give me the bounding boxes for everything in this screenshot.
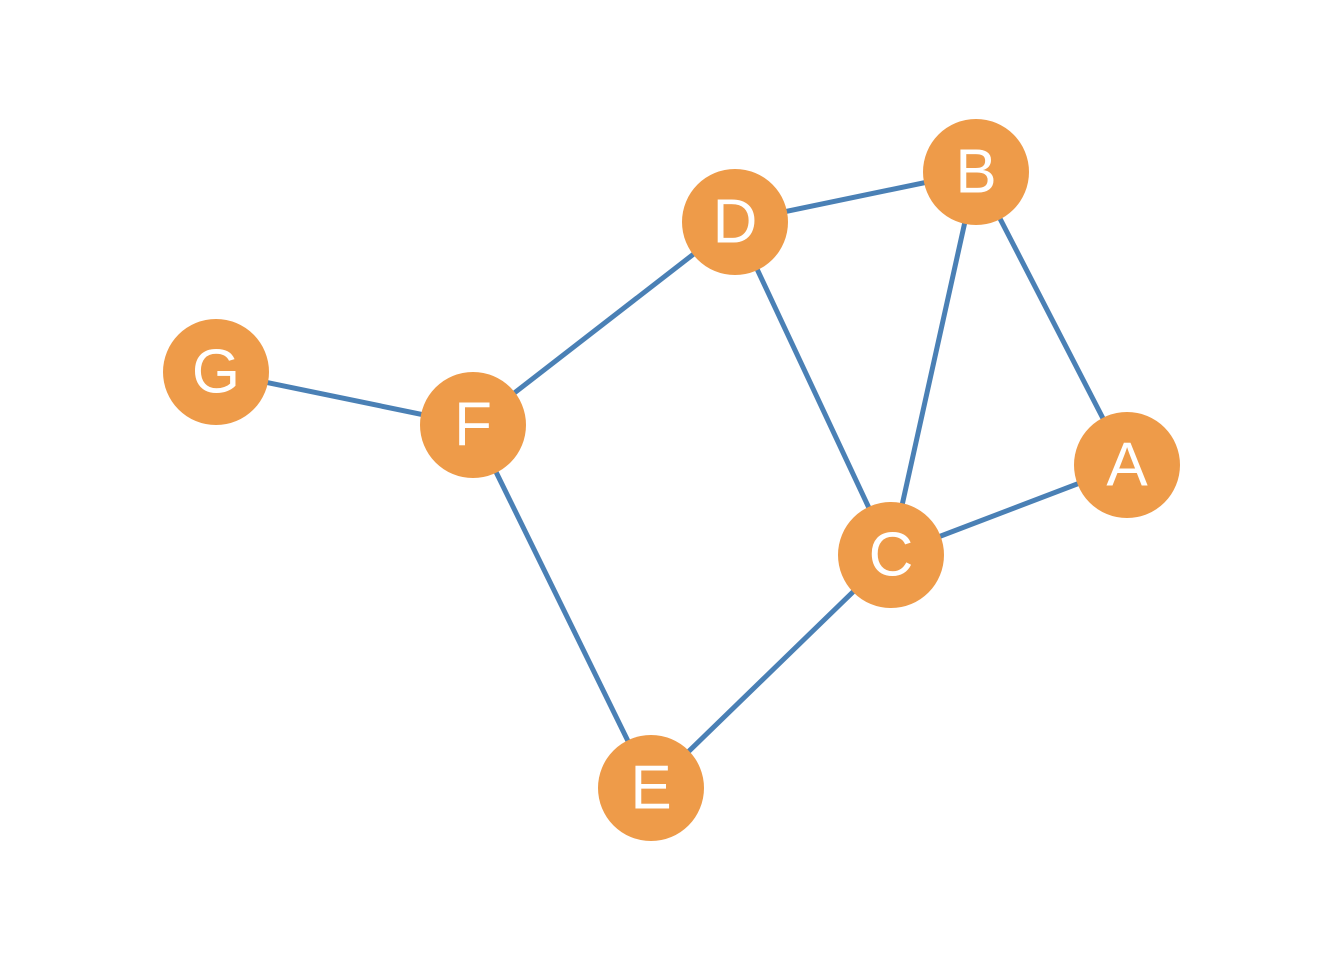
- node-a: A: [1074, 412, 1180, 518]
- node-circle-g: [163, 319, 269, 425]
- nodes-layer: A B C D E F G: [163, 119, 1180, 841]
- node-circle-a: [1074, 412, 1180, 518]
- edge-d-f: [471, 220, 737, 427]
- node-circle-f: [420, 372, 526, 478]
- node-d: D: [682, 169, 788, 275]
- edge-b-c: [888, 171, 979, 556]
- edge-b-a: [973, 170, 1130, 467]
- node-circle-c: [838, 502, 944, 608]
- node-g: G: [163, 319, 269, 425]
- node-label-g: G: [192, 338, 240, 407]
- node-label-d: D: [713, 188, 758, 257]
- edges-layer: [215, 169, 1130, 790]
- edge-d-c: [732, 220, 894, 557]
- edge-e-c: [649, 553, 893, 790]
- node-circle-e: [598, 735, 704, 841]
- node-c: C: [838, 502, 944, 608]
- node-label-c: C: [869, 521, 914, 590]
- node-label-e: E: [630, 754, 671, 823]
- node-e: E: [598, 735, 704, 841]
- node-circle-d: [682, 169, 788, 275]
- edge-f-e: [470, 423, 654, 790]
- node-label-b: B: [955, 138, 996, 207]
- node-b: B: [923, 119, 1029, 225]
- node-label-a: A: [1106, 431, 1148, 500]
- node-circle-b: [923, 119, 1029, 225]
- node-f: F: [420, 372, 526, 478]
- node-label-f: F: [454, 391, 492, 460]
